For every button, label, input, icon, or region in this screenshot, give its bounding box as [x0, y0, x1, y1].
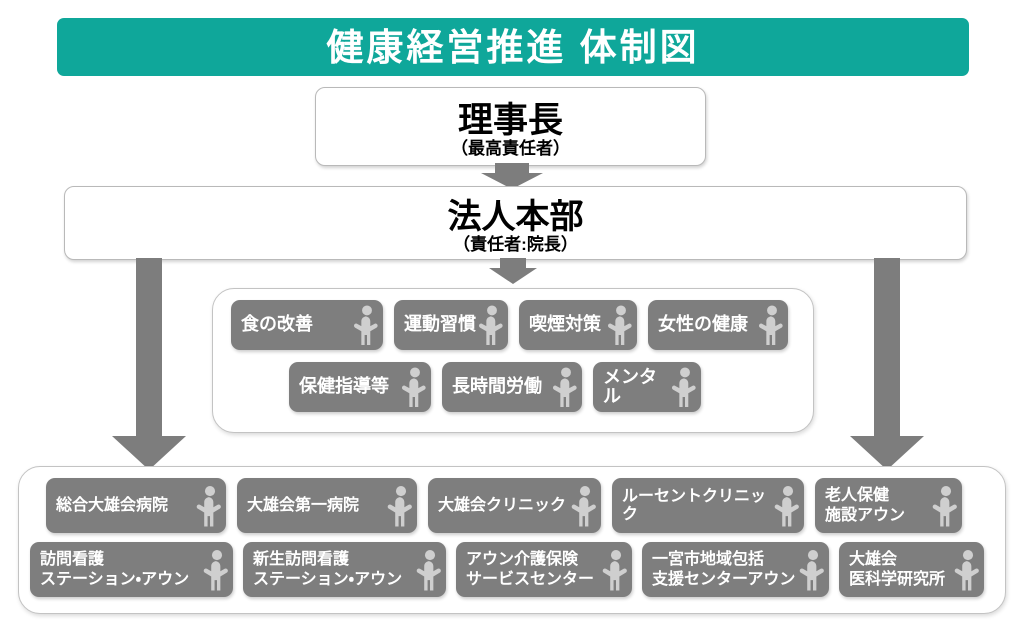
arrow-head	[489, 268, 537, 284]
person-icon	[416, 548, 444, 592]
person-icon	[401, 366, 429, 408]
person-icon	[799, 548, 827, 592]
health-themes-panel: 食の改善 運動習慣 喫煙対策 女性の健康 保健指導等 長時間労働 メンタル	[212, 288, 814, 433]
chip-総合大雄会病院[interactable]: 総合大雄会病院	[46, 478, 226, 533]
arrow-shaft	[495, 163, 529, 173]
chip-label: 老人保健 施設アウン	[825, 486, 906, 524]
arrow-honbu-to-themes	[489, 258, 537, 284]
arrow-honbu-to-orgs-right	[850, 258, 924, 470]
chip-label: 運動習慣	[404, 314, 476, 335]
organization-row-2: 訪問看護 ステーション・アウン 新生訪問看護 ステーション・アウン アウン介護保険 …	[30, 542, 984, 597]
chip-女性の健康[interactable]: 女性の健康	[648, 300, 788, 350]
node-honbu-title: 法人本部	[447, 198, 584, 236]
chip-大雄会第一病院[interactable]: 大雄会第一病院	[237, 478, 417, 533]
chart-title-bar: 健康経営推進 体制図	[57, 18, 969, 76]
node-houjin-honbu: 法人本部 （責任者:院長）	[64, 186, 967, 260]
chip-label: 喫煙対策	[529, 314, 601, 335]
chip-label: 訪問看護 ステーション・アウン	[40, 550, 190, 588]
arrow-shaft	[500, 258, 526, 268]
node-rijicho: 理事長 （最高責任者）	[315, 87, 706, 166]
chip-保健指導等[interactable]: 保健指導等	[289, 362, 431, 412]
person-icon	[607, 304, 635, 346]
arrow-head	[850, 436, 924, 470]
chip-label: 女性の健康	[658, 314, 748, 335]
chip-運動習慣[interactable]: 運動習慣	[394, 300, 508, 350]
person-icon	[387, 484, 415, 528]
chip-アウン介護保険-サービスセンター[interactable]: アウン介護保険 サービスセンター	[456, 542, 632, 597]
theme-row-2: 保健指導等 長時間労働 メンタル	[289, 362, 701, 412]
chip-長時間労働[interactable]: 長時間労働	[442, 362, 582, 412]
person-icon	[671, 366, 699, 408]
page-title: 健康経営推進 体制図	[326, 26, 700, 68]
chip-大雄会-医科学研究所[interactable]: 大雄会 医科学研究所	[839, 542, 984, 597]
person-icon	[774, 484, 802, 528]
arrow-honbu-to-orgs-left	[112, 258, 186, 470]
chip-label: 大雄会 医科学研究所	[849, 550, 946, 588]
chip-label: 食の改善	[241, 314, 313, 335]
arrow-shaft	[136, 258, 162, 436]
arrow-head	[481, 173, 543, 189]
chip-label: 一宮市地域包括 支援センターアウン	[652, 550, 796, 588]
node-honbu-subtitle: （責任者:院長）	[453, 235, 578, 254]
chip-label: 大雄会第一病院	[247, 496, 360, 514]
chip-喫煙対策[interactable]: 喫煙対策	[519, 300, 637, 350]
chip-label: 大雄会クリニック	[438, 496, 567, 514]
chip-label: アウン介護保険 サービスセンター	[466, 550, 595, 588]
chip-ルーセントクリニック[interactable]: ルーセントクリニック	[612, 478, 804, 533]
arrow-shaft	[874, 258, 900, 436]
person-icon	[758, 304, 786, 346]
person-icon	[353, 304, 381, 346]
chip-新生訪問看護-ステーション・アウン[interactable]: 新生訪問看護 ステーション・アウン	[243, 542, 446, 597]
chip-一宮市地域包括-支援センターアウン[interactable]: 一宮市地域包括 支援センターアウン	[642, 542, 829, 597]
person-icon	[954, 548, 982, 592]
person-icon	[203, 548, 231, 592]
chip-訪問看護-ステーション・アウン[interactable]: 訪問看護 ステーション・アウン	[30, 542, 233, 597]
arrow-rijicho-to-honbu	[481, 163, 543, 189]
person-icon	[571, 484, 599, 528]
person-icon	[478, 304, 506, 346]
node-rijicho-subtitle: （最高責任者）	[451, 139, 570, 158]
person-icon	[196, 484, 224, 528]
organizations-panel: 総合大雄会病院 大雄会第一病院 大雄会クリニック ルーセントクリニック 老人保健 施設ア…	[18, 466, 1006, 614]
chip-label: 総合大雄会病院	[56, 496, 169, 514]
organization-row-1: 総合大雄会病院 大雄会第一病院 大雄会クリニック ルーセントクリニック 老人保健 施設ア…	[46, 478, 962, 533]
person-icon	[932, 484, 960, 528]
theme-row-1: 食の改善 運動習慣 喫煙対策 女性の健康	[231, 300, 788, 350]
chip-大雄会クリニック[interactable]: 大雄会クリニック	[428, 478, 601, 533]
chip-label: メンタル	[603, 366, 657, 406]
chip-label: 保健指導等	[299, 376, 389, 397]
chip-メンタル[interactable]: メンタル	[593, 362, 701, 412]
chip-label: 長時間労働	[452, 376, 542, 397]
person-icon	[602, 548, 630, 592]
node-rijicho-title: 理事長	[457, 101, 563, 140]
chip-食の改善[interactable]: 食の改善	[231, 300, 383, 350]
chip-label: ルーセントクリニック	[622, 488, 767, 523]
arrow-head	[112, 436, 186, 470]
chip-label: 新生訪問看護 ステーション・アウン	[253, 550, 403, 588]
chip-老人保健-施設アウン[interactable]: 老人保健 施設アウン	[815, 478, 962, 533]
person-icon	[552, 366, 580, 408]
